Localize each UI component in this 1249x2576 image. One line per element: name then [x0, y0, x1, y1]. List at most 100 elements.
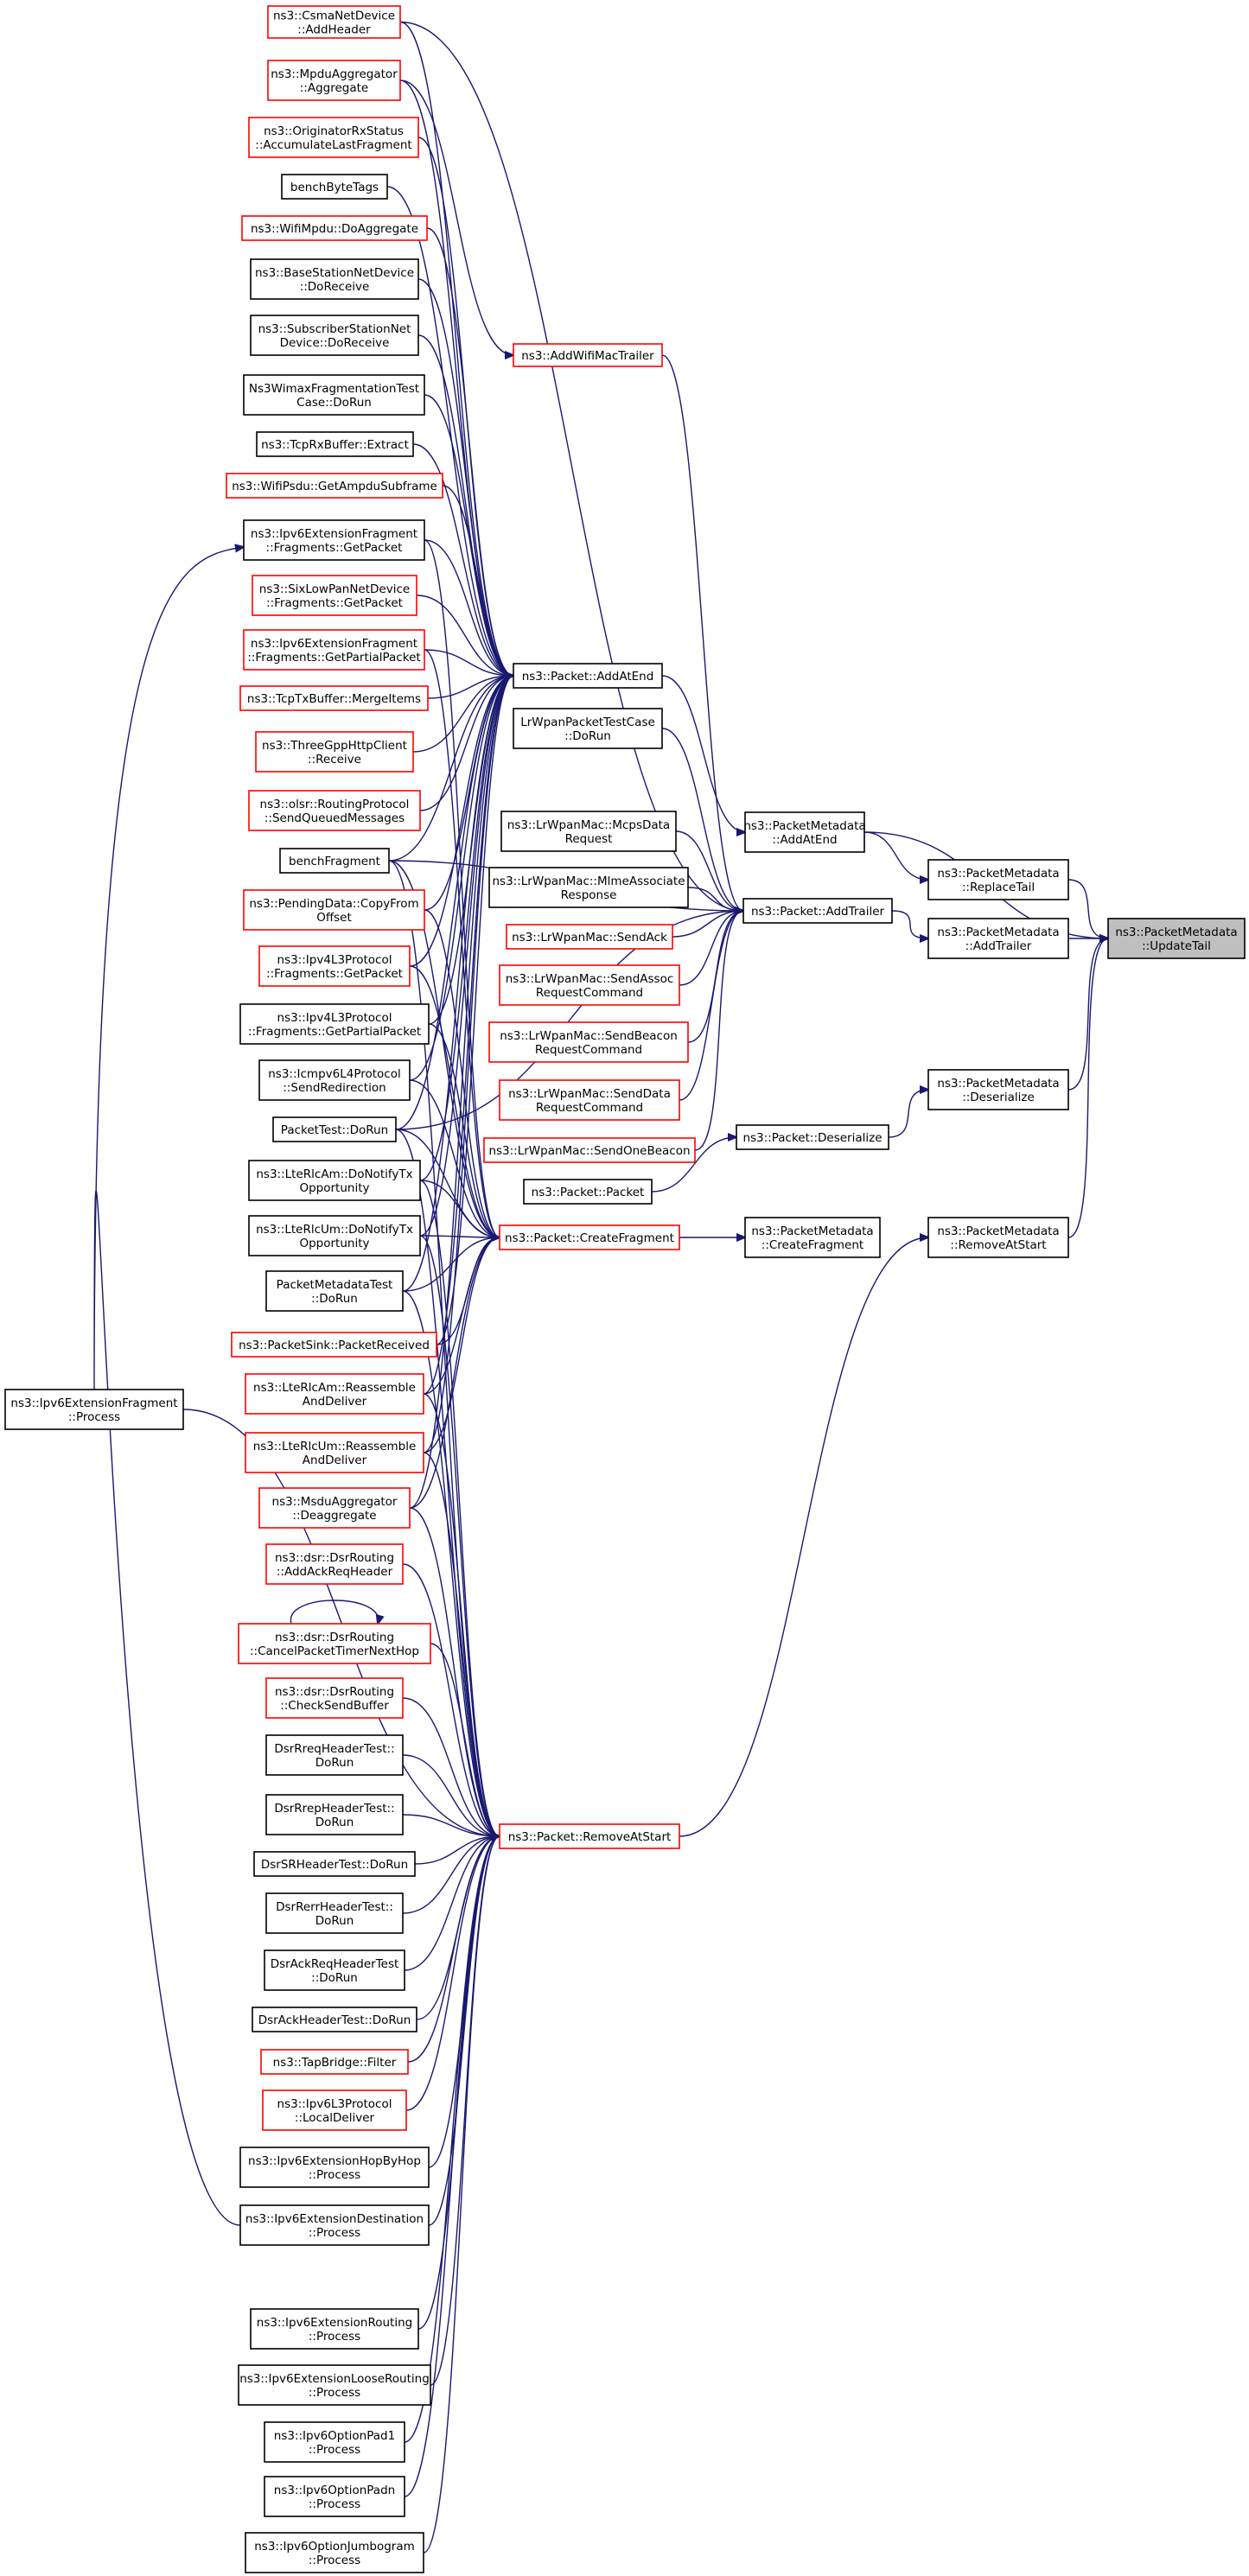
node-n19[interactable]: ns3::Ipv4L3Protocol::Fragments::GetPacke… — [258, 945, 411, 987]
node-n5[interactable]: ns3::WifiMpdu::DoAggregate — [241, 215, 428, 241]
node-n9[interactable]: ns3::TcpRxBuffer::Extract — [256, 431, 414, 457]
node-n62[interactable]: ns3::PacketMetadata::AddAtEnd — [743, 811, 866, 853]
node-n14[interactable]: ns3::TcpTxBuffer::MergeItems — [239, 685, 429, 711]
node-box — [513, 708, 663, 749]
node-n34[interactable]: DsrRrepHeaderTest::DoRun — [265, 1794, 404, 1835]
node-n22[interactable]: PacketTest::DoRun — [272, 1116, 397, 1142]
node-n58[interactable]: ns3::LrWpanMac::SendOneBeacon — [483, 1137, 696, 1163]
node-box — [252, 575, 417, 616]
node-n32[interactable]: ns3::dsr::DsrRouting::CheckSendBuffer — [265, 1677, 404, 1719]
node-n11[interactable]: ns3::Ipv6ExtensionFragment::Fragments::G… — [243, 519, 425, 561]
node-n25[interactable]: PacketMetadataTest::DoRun — [265, 1270, 404, 1312]
node-box — [265, 1734, 404, 1776]
node-n7[interactable]: ns3::SubscriberStationNetDevice::DoRecei… — [250, 315, 419, 356]
node-box — [927, 918, 1069, 959]
node-n61[interactable]: ns3::Packet::RemoveAtStart — [499, 1823, 680, 1849]
node-label: ::Process — [309, 2226, 360, 2240]
node-n36[interactable]: DsrRerrHeaderTest::DoRun — [265, 1892, 404, 1934]
node-n48[interactable]: ns3::Ipv6ExtensionFragment::Process — [4, 1389, 184, 1430]
node-n3[interactable]: ns3::OriginatorRxStatus::AccumulateLastF… — [248, 117, 419, 158]
node-n26[interactable]: ns3::PacketSink::PacketReceived — [231, 1332, 437, 1358]
node-label: benchByteTags — [290, 181, 379, 194]
node-n43[interactable]: ns3::Ipv6ExtensionRouting::Process — [250, 2308, 419, 2350]
node-label: ::DoRun — [311, 1971, 358, 1985]
node-box — [241, 215, 428, 241]
node-n54[interactable]: ns3::LrWpanMac::SendAck — [506, 924, 673, 950]
node-n49[interactable]: ns3::AddWifiMacTrailer — [513, 343, 663, 367]
node-n47[interactable]: ns3::Ipv6OptionJumbogram::Process — [245, 2532, 424, 2573]
node-n21[interactable]: ns3::Icmpv6L4Protocol::SendRedirection — [258, 1059, 411, 1101]
node-n31[interactable]: ns3::dsr::DsrRouting::CancelPacketTimerN… — [238, 1623, 431, 1664]
node-n69[interactable]: ns3::PacketMetadata::RemoveAtStart — [927, 1217, 1069, 1258]
edge-n2-to-n49 — [399, 80, 513, 355]
node-box — [483, 1137, 696, 1163]
node-box — [265, 1270, 404, 1312]
node-n35[interactable]: DsrSRHeaderTest::DoRun — [253, 1851, 416, 1877]
edge-n16-to-n50 — [419, 676, 513, 811]
node-n60[interactable]: ns3::Packet::CreateFragment — [499, 1224, 680, 1250]
node-n30[interactable]: ns3::dsr::DsrRouting::AddAckReqHeader — [265, 1543, 404, 1585]
node-n64[interactable]: ns3::Packet::Deserialize — [736, 1124, 889, 1150]
edge-n47-to-n61 — [423, 1836, 500, 2554]
edge-n46-to-n61 — [404, 1836, 500, 2497]
node-label: DsrRerrHeaderTest:: — [276, 1900, 393, 1914]
node-n20[interactable]: ns3::Ipv4L3Protocol::Fragments::GetParti… — [239, 1003, 430, 1045]
node-label: ::SendRedirection — [283, 1081, 386, 1095]
node-n1[interactable]: ns3::CsmaNetDevice::AddHeader — [267, 5, 401, 39]
node-n39[interactable]: ns3::TapBridge::Filter — [260, 2049, 409, 2075]
node-n10[interactable]: ns3::WifiPsdu::GetAmpduSubframe — [226, 473, 443, 499]
node-n13[interactable]: ns3::Ipv6ExtensionFragment::Fragments::G… — [243, 629, 425, 671]
node-label: ns3::LteRlcUm::Reassemble — [253, 1440, 417, 1453]
node-n65[interactable]: ns3::PacketMetadata::CreateFragment — [744, 1217, 881, 1258]
node-n51[interactable]: LrWpanPacketTestCase::DoRun — [513, 708, 663, 749]
node-n37[interactable]: DsrAckReqHeaderTest::DoRun — [264, 1949, 405, 1991]
node-n59[interactable]: ns3::Packet::Packet — [523, 1179, 653, 1205]
node-n12[interactable]: ns3::SixLowPanNetDevice::Fragments::GetP… — [252, 575, 417, 616]
node-label: ns3::Ipv6ExtensionLooseRouting — [239, 2372, 430, 2386]
node-label: RequestCommand — [536, 986, 643, 1000]
edge-n59-to-n64 — [651, 1137, 736, 1193]
node-n70[interactable]: ns3::PacketMetadata::UpdateTail — [1107, 918, 1246, 959]
node-n66[interactable]: ns3::PacketMetadata::ReplaceTail — [927, 859, 1069, 900]
node-label: ns3::PacketMetadata — [743, 819, 865, 833]
node-n29[interactable]: ns3::MsduAggregator::Deaggregate — [258, 1487, 411, 1529]
node-n38[interactable]: DsrAckHeaderTest::DoRun — [252, 2007, 417, 2032]
node-n41[interactable]: ns3::Ipv6ExtensionHopByHop::Process — [239, 2147, 430, 2188]
node-box — [499, 964, 680, 1006]
node-label: Device::DoReceive — [280, 336, 390, 350]
node-n33[interactable]: DsrRreqHeaderTest::DoRun — [265, 1734, 404, 1776]
node-box — [488, 1021, 689, 1063]
node-n42[interactable]: ns3::Ipv6ExtensionDestination::Process — [239, 2204, 430, 2246]
node-n40[interactable]: ns3::Ipv6L3Protocol::LocalDeliver — [262, 2089, 407, 2131]
node-n17[interactable]: benchFragment — [279, 848, 390, 874]
node-n15[interactable]: ns3::ThreeGppHttpClient::Receive — [255, 731, 414, 773]
node-n16[interactable]: ns3::olsr::RoutingProtocol::SendQueuedMe… — [248, 790, 421, 831]
node-n50[interactable]: ns3::Packet::AddAtEnd — [513, 663, 663, 689]
node-n63[interactable]: ns3::Packet::AddTrailer — [742, 898, 893, 924]
node-n6[interactable]: ns3::BaseStationNetDevice::DoReceive — [250, 258, 419, 300]
node-n46[interactable]: ns3::Ipv6OptionPadn::Process — [264, 2476, 405, 2517]
node-n68[interactable]: ns3::PacketMetadata::Deserialize — [927, 1069, 1069, 1110]
node-n4[interactable]: benchByteTags — [281, 174, 388, 200]
node-box — [245, 2532, 424, 2573]
node-n45[interactable]: ns3::Ipv6OptionPad1::Process — [264, 2421, 405, 2463]
node-n2[interactable]: ns3::MpduAggregator::Aggregate — [267, 60, 401, 101]
node-n44[interactable]: ns3::Ipv6ExtensionLooseRouting::Process — [238, 2364, 431, 2406]
node-label: benchFragment — [289, 855, 380, 868]
node-n67[interactable]: ns3::PacketMetadata::AddTrailer — [927, 918, 1069, 959]
node-box — [248, 117, 419, 158]
edge-n33-to-n61 — [402, 1754, 500, 1836]
node-label: ns3::Ipv6ExtensionDestination — [245, 2212, 424, 2226]
